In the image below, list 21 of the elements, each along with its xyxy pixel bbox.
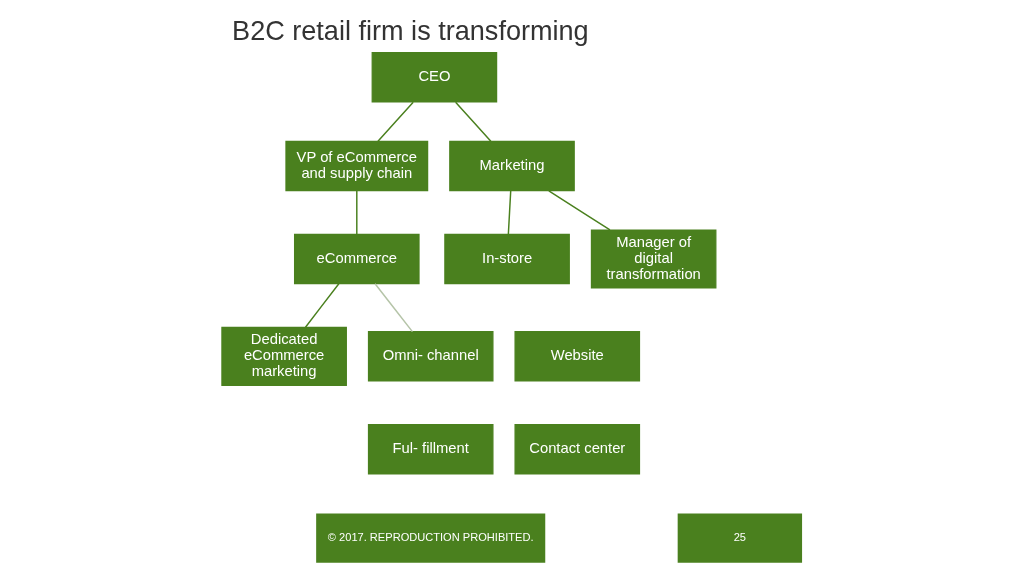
node-box: VP of eCommerce and supply chain [285, 140, 429, 192]
node-box: Marketing [449, 140, 575, 192]
node-box: Contact center [514, 424, 641, 475]
label: 25 [733, 530, 747, 543]
node-box: eCommerce [294, 233, 420, 285]
node-box: In-store [444, 233, 570, 285]
node-box: Manager of digital transformation [590, 229, 717, 289]
connector [377, 101, 414, 143]
connector [304, 283, 340, 328]
connector [507, 190, 512, 235]
node-box: Website [514, 331, 641, 382]
connector [356, 190, 358, 235]
node-box: Dedicated eCommerce marketing [221, 326, 347, 386]
node-box: Ful- fillment [367, 424, 494, 475]
node-box: Omni- channel [367, 331, 494, 382]
connector [454, 101, 492, 143]
node-box: CEO [371, 52, 498, 103]
diagram-title: B2C retail firm is transforming [232, 14, 589, 46]
connector [548, 190, 611, 231]
label: © 2017. REPRODUCTION PROHIBITED. [327, 530, 534, 543]
connector [374, 283, 414, 333]
